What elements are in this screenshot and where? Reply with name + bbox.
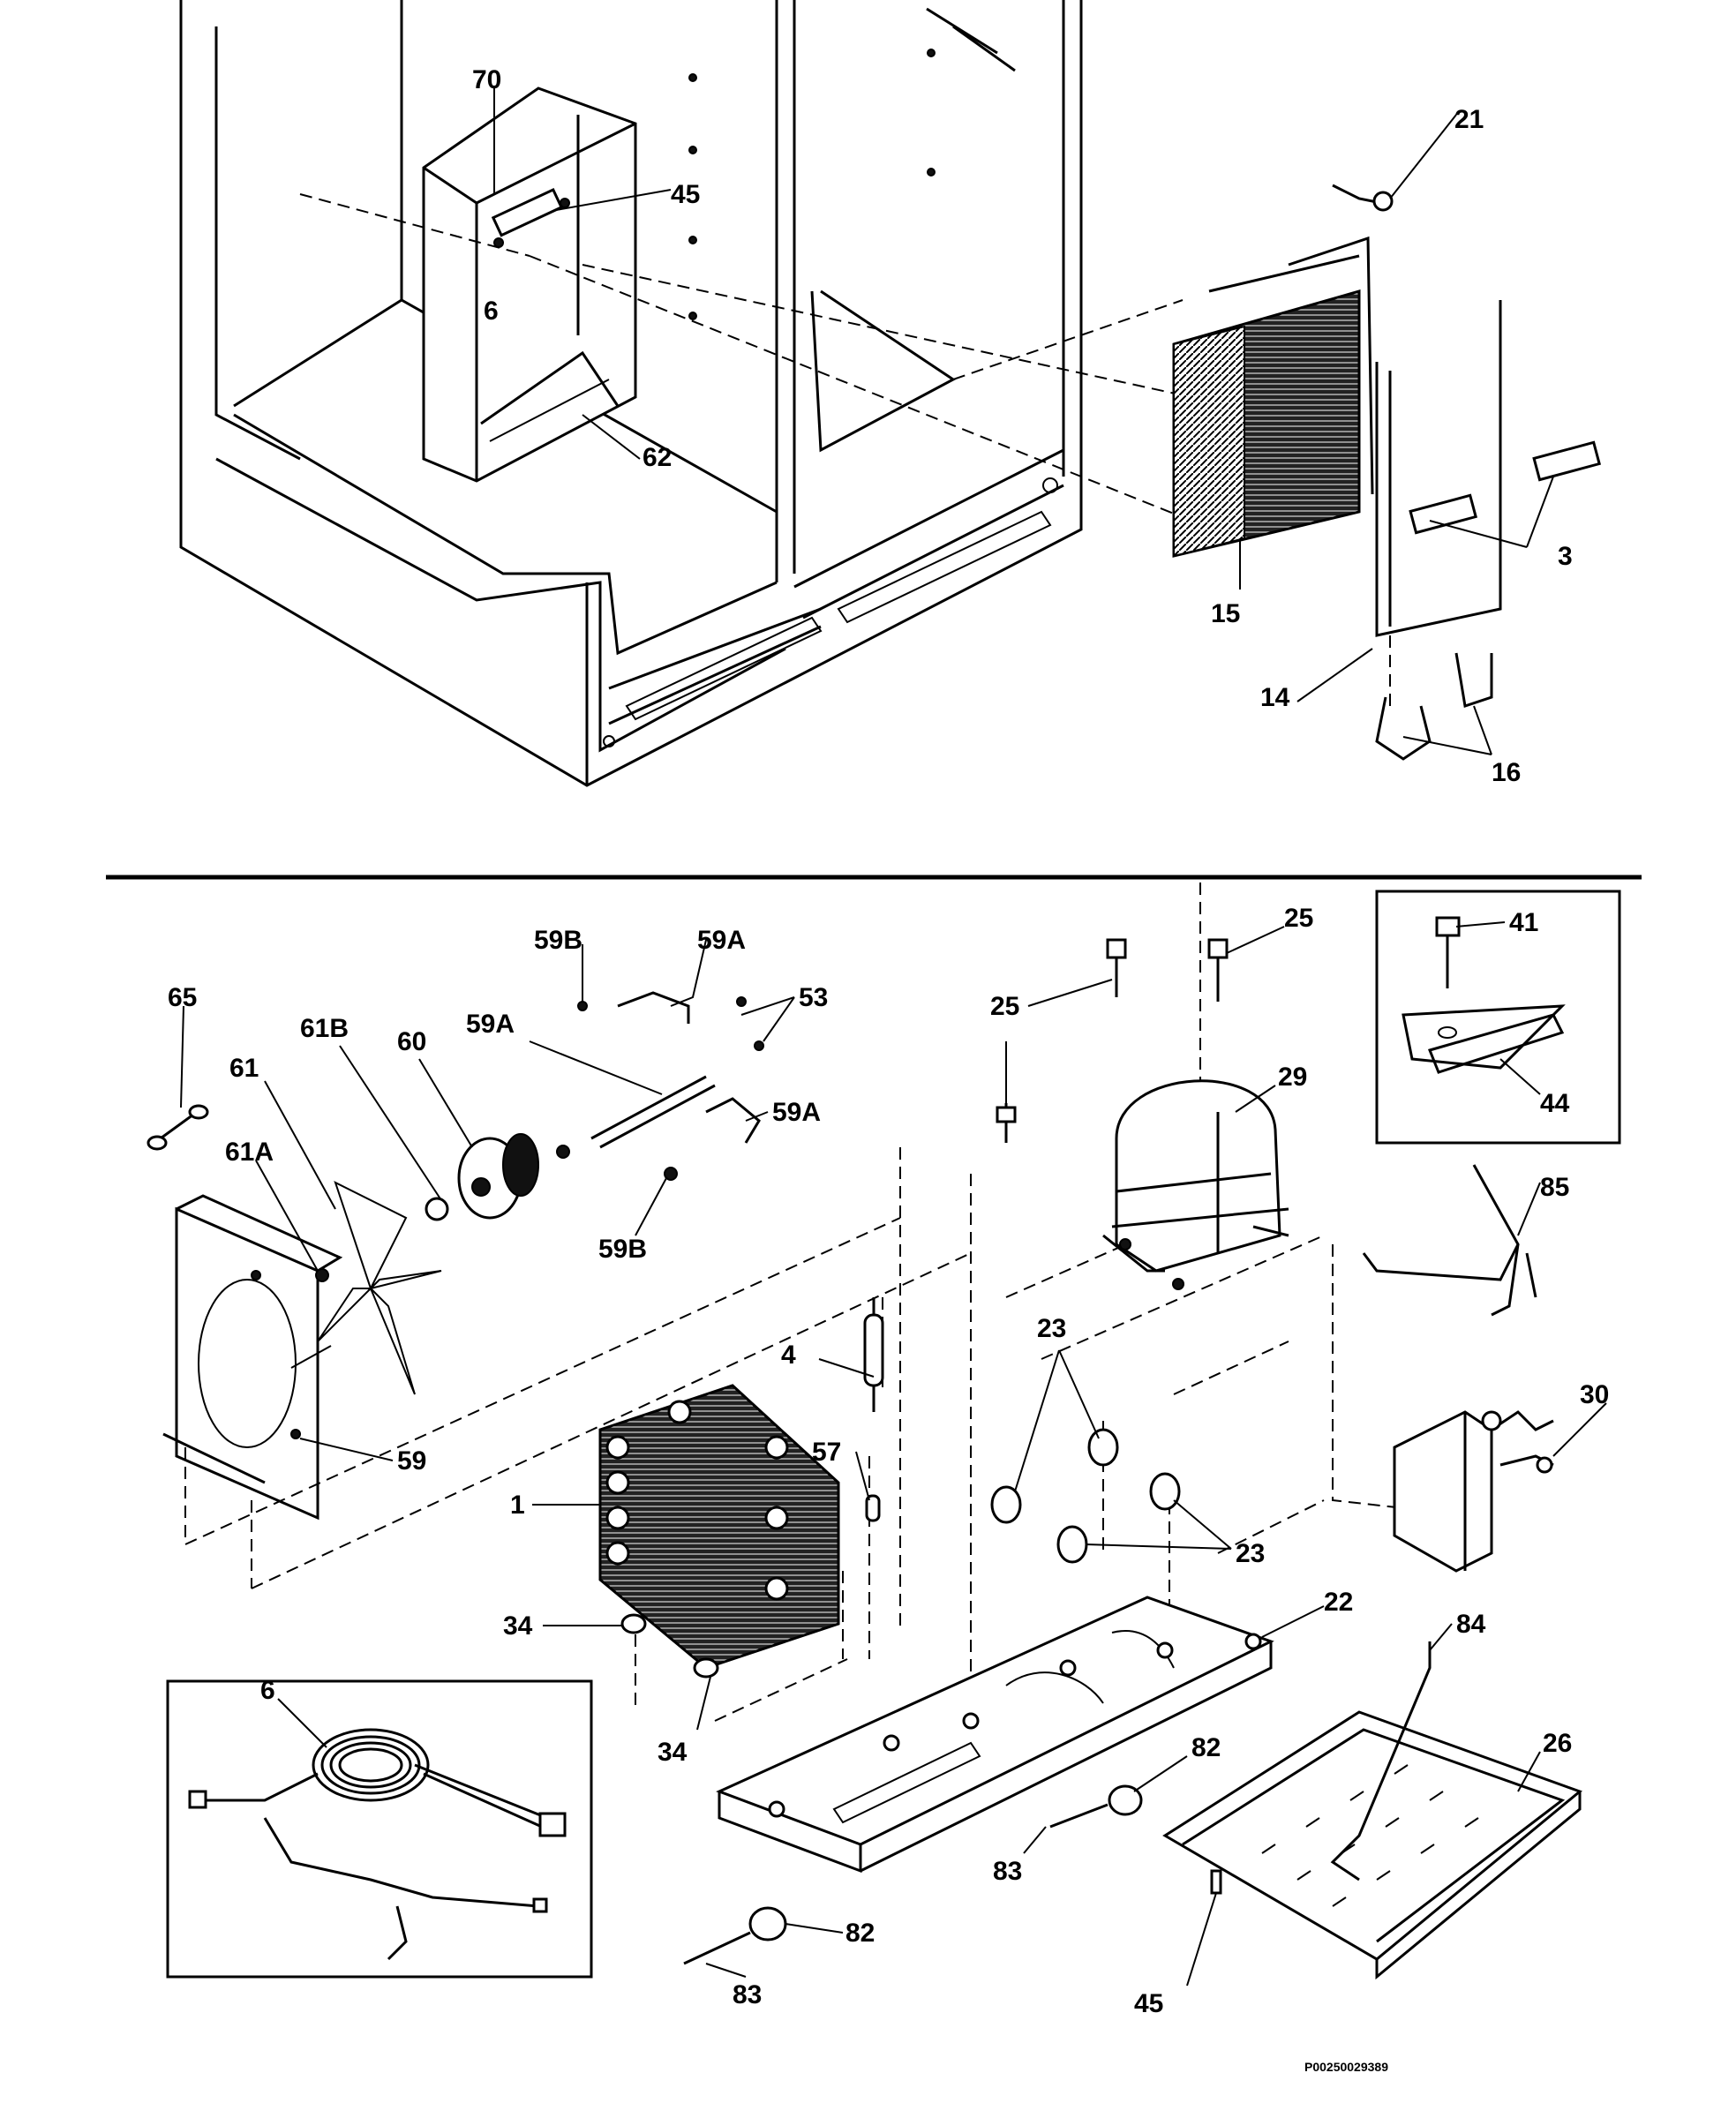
callout-41: 41 — [1509, 908, 1538, 937]
callout-82-right: 82 — [1191, 1733, 1221, 1762]
grommet-34a — [620, 1613, 647, 1634]
grommets-23 — [990, 1428, 1181, 1564]
callout-23-top: 23 — [1037, 1314, 1066, 1343]
evaporator-coil — [1172, 236, 1374, 558]
heater-clips — [1375, 652, 1493, 761]
callout-83-right: 83 — [993, 1857, 1022, 1886]
callout-57: 57 — [812, 1438, 841, 1467]
screw-45 — [1210, 1869, 1222, 1895]
filter-drier — [863, 1297, 884, 1412]
motor-bracket — [556, 991, 764, 1181]
callout-59a-3: 59A — [772, 1098, 821, 1127]
condenser-fan-blade — [315, 1181, 442, 1395]
callout-34-left: 34 — [503, 1611, 533, 1641]
callout-62: 62 — [643, 443, 672, 472]
callout-59b-1: 59B — [534, 926, 582, 955]
callout-61b: 61B — [300, 1014, 349, 1043]
compressor — [1102, 1079, 1289, 1290]
callout-84: 84 — [1456, 1610, 1486, 1639]
callout-4: 4 — [781, 1341, 796, 1370]
leveling-feet — [683, 1784, 1143, 1965]
callout-34-bottom: 34 — [658, 1738, 688, 1767]
callout-59: 59 — [397, 1446, 426, 1476]
callout-26: 26 — [1543, 1729, 1572, 1758]
fan-shroud — [162, 1194, 343, 1521]
callout-45: 45 — [671, 180, 700, 209]
screw-21 — [1332, 184, 1394, 212]
drain-tube — [1330, 1641, 1432, 1881]
callout-25-left: 25 — [990, 992, 1019, 1021]
bolts-25 — [996, 938, 1229, 1143]
callout-44: 44 — [1540, 1089, 1570, 1118]
callout-61a: 61A — [225, 1138, 274, 1167]
callout-82-left: 82 — [845, 1919, 875, 1948]
callout-60: 60 — [397, 1027, 426, 1056]
callout-15: 15 — [1211, 599, 1240, 628]
cabinet-assembly — [179, 0, 1083, 787]
reference-code: P00250029389 — [1304, 2060, 1388, 2074]
machine-base — [716, 1596, 1274, 1874]
evaporator-cover — [422, 86, 637, 483]
callout-14: 14 — [1260, 683, 1290, 712]
relay-overload — [1393, 1410, 1554, 1573]
grommet-34b — [693, 1657, 719, 1679]
callout-6: 6 — [484, 297, 499, 326]
callout-1: 1 — [510, 1491, 525, 1520]
drain-pan — [1162, 1710, 1582, 1980]
callout-3: 3 — [1558, 542, 1573, 571]
callout-16: 16 — [1492, 758, 1521, 787]
wiring-harness — [1362, 1164, 1537, 1317]
callout-22: 22 — [1324, 1588, 1353, 1617]
callout-85: 85 — [1540, 1173, 1569, 1202]
defrost-heater — [1375, 300, 1602, 706]
callout-70: 70 — [472, 65, 501, 94]
callout-29: 29 — [1278, 1063, 1307, 1092]
callout-59a-2: 59A — [697, 926, 746, 955]
callout-25-right: 25 — [1284, 904, 1313, 933]
callout-83-left: 83 — [733, 1980, 762, 2009]
callout-59b-2: 59B — [598, 1235, 647, 1264]
callout-6-inset: 6 — [260, 1676, 275, 1705]
callout-23-bottom: 23 — [1236, 1539, 1265, 1568]
fan-motor — [457, 1133, 539, 1220]
inset-mount-bracket — [1375, 890, 1621, 1145]
callout-53: 53 — [799, 983, 828, 1012]
callout-45-bottom: 45 — [1134, 1989, 1163, 2018]
callout-65: 65 — [168, 983, 197, 1012]
callout-21: 21 — [1454, 105, 1484, 134]
callout-61: 61 — [229, 1054, 259, 1083]
inset-heater-loop — [166, 1679, 593, 1979]
callout-30: 30 — [1580, 1380, 1609, 1409]
washer-61b — [425, 1197, 449, 1221]
clip-65 — [147, 1104, 209, 1151]
callout-59a-1: 59A — [466, 1010, 515, 1039]
condenser — [598, 1384, 840, 1670]
grommet-57 — [865, 1494, 881, 1522]
